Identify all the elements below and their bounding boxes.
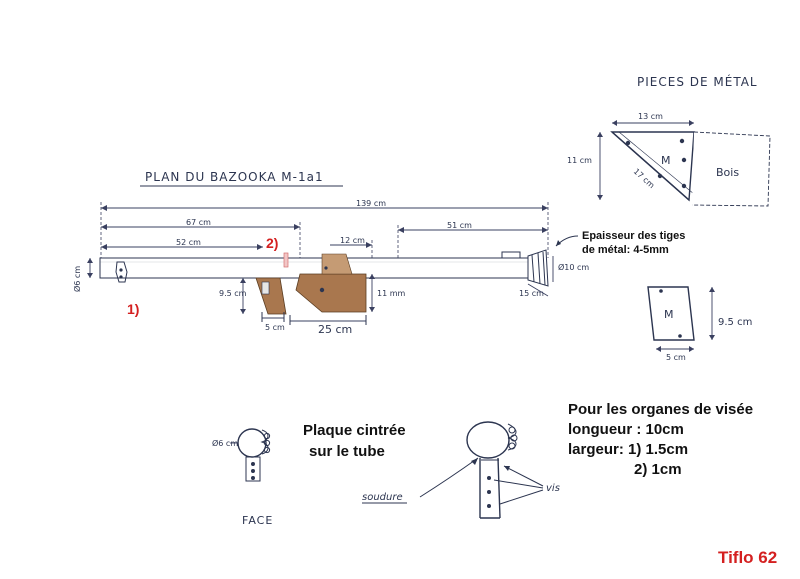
parallelogram-height-dimension bbox=[709, 287, 715, 340]
pistol-grip bbox=[255, 277, 287, 315]
total-length-dimension bbox=[100, 202, 549, 258]
plaque-text-line2: sur le tube bbox=[309, 443, 385, 460]
length-12-label: 12 cm bbox=[340, 236, 365, 245]
face-label: FACE bbox=[242, 514, 273, 527]
stock-top bbox=[321, 253, 353, 275]
signature: Tiflo 62 bbox=[718, 548, 777, 567]
diameter-10-label: Ø10 cm bbox=[558, 262, 589, 272]
triangle-metal-piece bbox=[610, 131, 695, 202]
length-52-dimension bbox=[101, 244, 263, 250]
diameter-6-dimension bbox=[87, 258, 93, 278]
visee-line1: Pour les organes de visée bbox=[568, 401, 753, 418]
grip-height-label: 9.5 cm bbox=[219, 289, 247, 298]
grip-width-label: 5 cm bbox=[265, 323, 285, 332]
triangle-left-dimension bbox=[597, 132, 603, 200]
stock-width-label: 25 cm bbox=[318, 323, 352, 336]
visee-line4: 2) 1cm bbox=[634, 461, 682, 478]
tube-flare bbox=[527, 249, 549, 287]
diameter-6-label: Ø6 cm bbox=[72, 266, 82, 292]
front-sight-part bbox=[283, 252, 289, 268]
tube-fitting bbox=[501, 251, 521, 259]
triangle-top-dimension bbox=[612, 120, 694, 126]
visee-line2: longueur : 10cm bbox=[568, 421, 684, 438]
length-52-label: 52 cm bbox=[176, 238, 201, 247]
vis-arrow-2 bbox=[493, 479, 544, 489]
stock-width-dimension bbox=[289, 315, 367, 325]
marker-2: 2) bbox=[266, 235, 278, 251]
thickness-note-line2: de métal: 4-5mm bbox=[582, 244, 669, 256]
shoulder-stock bbox=[295, 273, 367, 313]
plaque-text-line1: Plaque cintrée bbox=[303, 422, 406, 439]
parallelogram-width-label: 5 cm bbox=[666, 353, 686, 362]
triangle-left-label: 11 cm bbox=[567, 156, 592, 165]
vis-arrow-1 bbox=[503, 465, 544, 487]
marker-1: 1) bbox=[127, 301, 139, 317]
pieces-title: PIECES DE MÉTAL bbox=[637, 74, 758, 89]
thickness-note-line1: Epaisseur des tiges bbox=[582, 230, 685, 242]
triangle-top-label: 13 cm bbox=[638, 112, 663, 121]
grip-height-dimension bbox=[240, 278, 246, 314]
triangle-diagonal-label: 17 cm bbox=[632, 167, 657, 190]
length-51-label: 51 cm bbox=[447, 221, 472, 230]
length-67-label: 67 cm bbox=[186, 218, 211, 227]
grip-width-dimension bbox=[261, 312, 285, 322]
length-15-label: 15 cm bbox=[519, 289, 544, 298]
parallelogram-height-label: 9.5 cm bbox=[718, 317, 752, 328]
length-67-dimension bbox=[101, 222, 301, 258]
vis-arrow-3 bbox=[499, 489, 544, 505]
soudure-label: soudure bbox=[362, 492, 403, 503]
wood-block bbox=[691, 131, 771, 207]
total-length-label: 139 cm bbox=[356, 199, 386, 208]
triangle-m-label: M bbox=[661, 154, 671, 167]
visee-line3: largeur: 1) 1.5cm bbox=[568, 441, 688, 458]
stock-height-dimension bbox=[369, 274, 375, 312]
plan-title: PLAN DU BAZOOKA M-1a1 bbox=[145, 170, 324, 184]
stock-height-label: 11 mm bbox=[377, 289, 406, 298]
soudure-arrow bbox=[419, 457, 479, 498]
parallelogram-m-label: M bbox=[664, 308, 674, 321]
length-51-dimension bbox=[397, 225, 548, 258]
sight-assembly-drawing bbox=[466, 421, 518, 519]
face-view-drawing bbox=[237, 428, 271, 482]
length-12-dimension bbox=[330, 240, 373, 258]
parallelogram-metal-piece bbox=[647, 286, 695, 341]
parallelogram-width-dimension bbox=[656, 346, 694, 352]
rear-sight-part bbox=[115, 261, 128, 283]
wood-label: Bois bbox=[716, 166, 739, 179]
vis-label: vis bbox=[546, 483, 560, 494]
face-diameter-label: Ø6 cm bbox=[212, 438, 238, 448]
